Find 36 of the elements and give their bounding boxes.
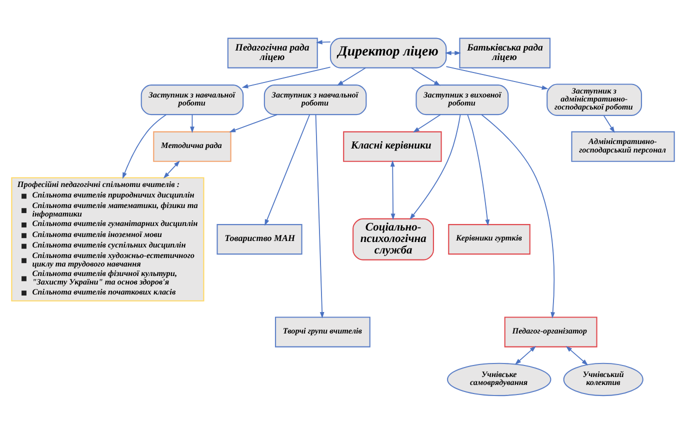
node-box: Методична рада [153, 130, 232, 162]
arrow [410, 114, 461, 220]
node-box: Адміністративно-господарський персонал [571, 130, 675, 162]
node-box: Заступник з навчальної роботи [140, 84, 244, 115]
node-box: Товариство МАН [216, 224, 302, 254]
arrow [412, 114, 441, 132]
node-box: Заступник з навчальної роботи [264, 84, 367, 115]
arrow [336, 66, 366, 86]
arrow [481, 114, 556, 318]
node-box: Класні керівники [343, 130, 442, 162]
node-box: Творчі групи вчителів [274, 316, 370, 347]
node-box: Батьківська рада ліцею [459, 37, 551, 68]
arrow [410, 66, 440, 86]
arrow [163, 160, 180, 178]
arrow [242, 66, 331, 88]
node-box: Керівники гуртків [448, 224, 530, 254]
node-ellipse: Учнівське самоврядування [447, 362, 552, 396]
arrow [316, 39, 331, 44]
node-box: Заступник з адміністративно-господарської роботи [546, 83, 642, 116]
node-box: Директор ліцею [330, 37, 447, 68]
node-box: Педагог-організатор [504, 316, 598, 347]
arrow [446, 66, 548, 90]
node-ellipse: Учнівський колектив [563, 362, 644, 396]
node-box: Соціально-психологічна служба [352, 218, 434, 260]
arrow [566, 345, 588, 365]
node-box: Професійні педагогічні спільноти вчителів : Спільнота вчителів природничих дисциплін Спільнота вчителів математики, фізики та інформатики Спільнота вчителів гуманітарних дисциплін Спільнота вчителів іноземної мови Спільнота вчителів суспільних дисциплін Спільнота вчителів художньо-естетичного циклу та трудового навчання Спільнота вчителів фізичної культури, "Захисту України" та основ здоров'я Спільнота вчителів початкових класів [11, 176, 204, 301]
arrow [229, 114, 278, 132]
arrow [390, 160, 396, 220]
arrow [467, 114, 490, 226]
node-box: Педагогічна рада ліцею [227, 37, 318, 68]
arrow [190, 114, 194, 132]
node-box: Заступник з виховної роботи [416, 84, 509, 115]
arrow [514, 345, 536, 364]
arrow [315, 114, 324, 318]
arrow [603, 114, 615, 132]
arrow [264, 114, 310, 226]
